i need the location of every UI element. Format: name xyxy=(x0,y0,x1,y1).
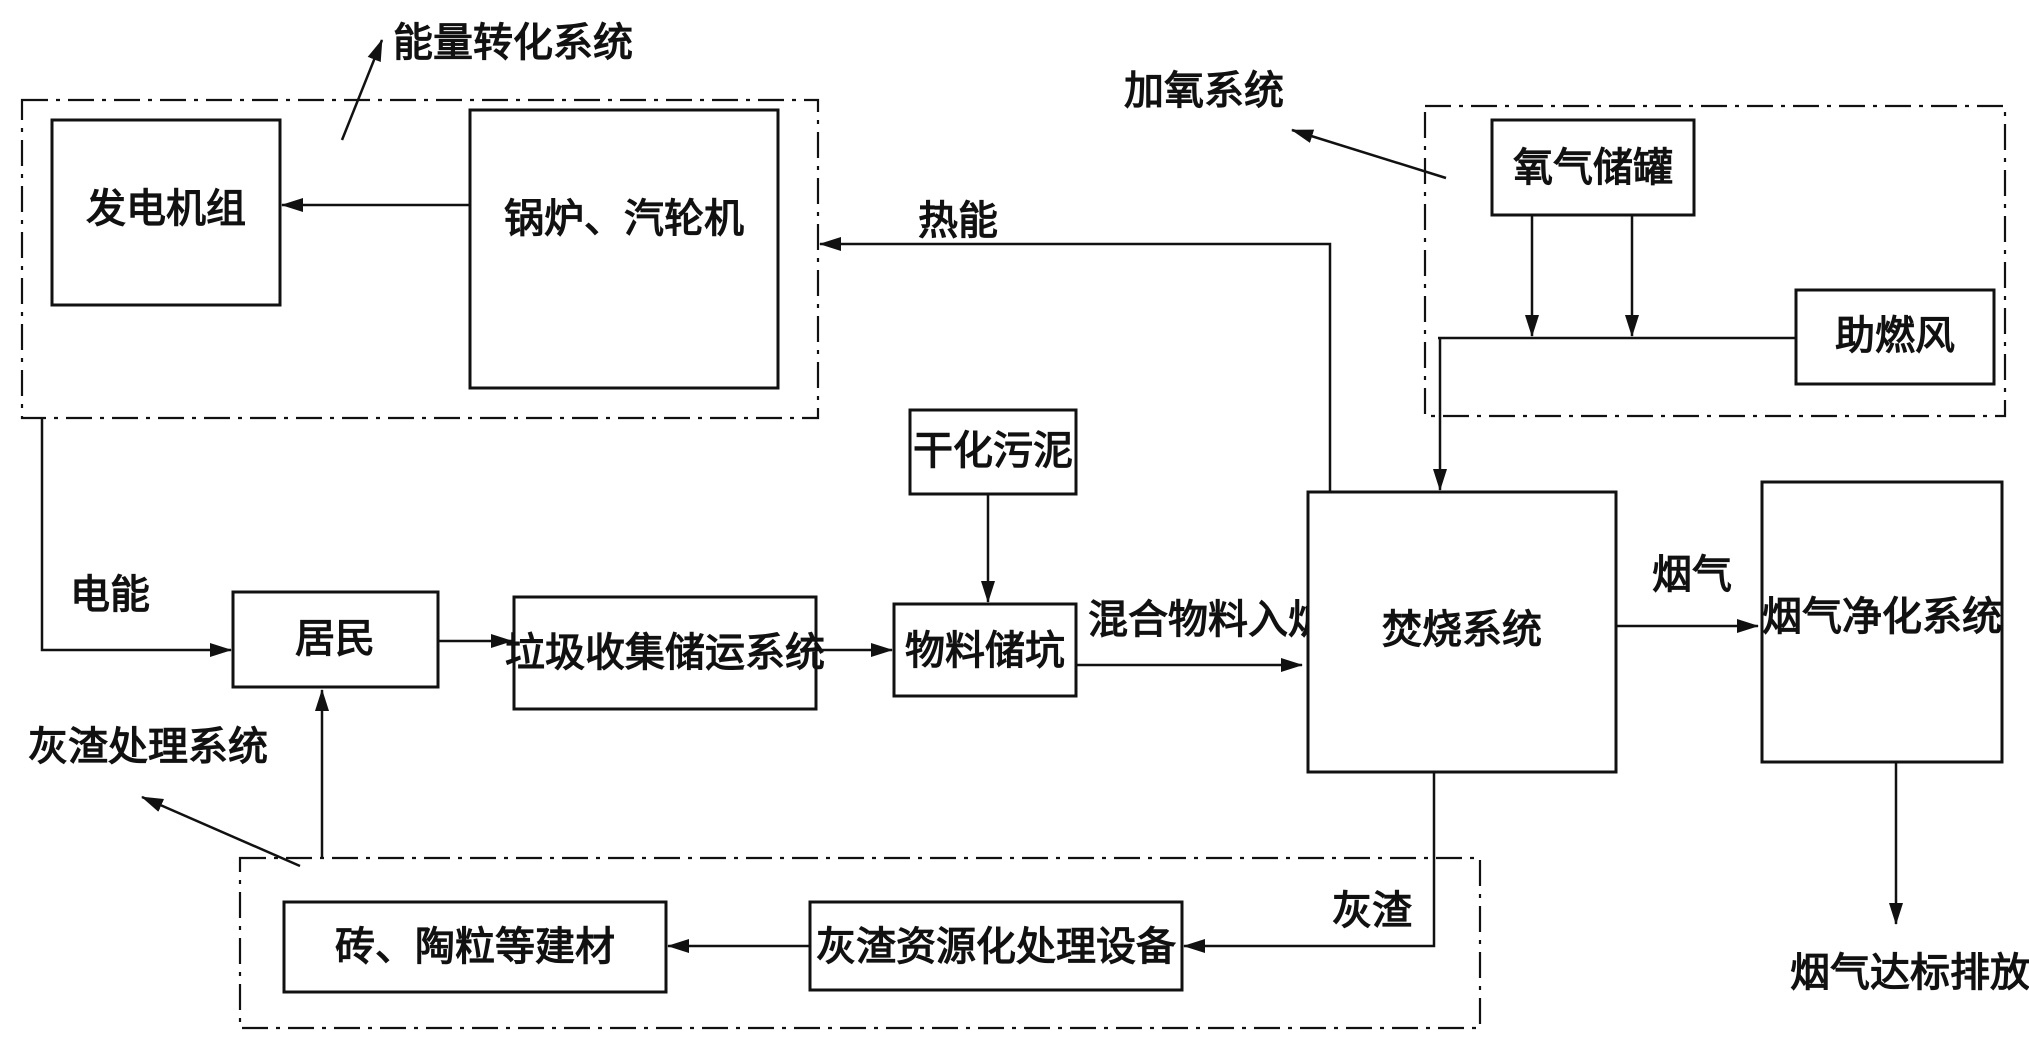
incinerator-text: 焚烧系统 xyxy=(1382,607,1542,653)
residents-text: 居民 xyxy=(295,616,375,662)
oxygen-label-pointer xyxy=(1291,128,1447,180)
boiler-turbine-box xyxy=(468,108,780,390)
heat-arrow xyxy=(819,237,1332,492)
ash-arrow xyxy=(1183,772,1436,953)
incinerator-box xyxy=(1306,490,1618,774)
oxygen-system-label: 加氧系统 xyxy=(1124,68,1284,114)
ash-equipment-box xyxy=(808,900,1184,992)
emission-label: 烟气达标排放 xyxy=(1790,950,2029,996)
flue-cleaning-box xyxy=(1760,480,2004,764)
oxygen-tank-text: 氧气储罐 xyxy=(1513,145,1673,191)
dried-sludge-box xyxy=(908,408,1078,496)
oxygen-tank-box xyxy=(1490,118,1696,217)
generator-text: 发电机组 xyxy=(86,186,246,232)
mixed-feed-label: 混合物料入炉 xyxy=(1088,597,1328,643)
electric-label: 电能 xyxy=(70,572,150,618)
ash-system-label: 灰渣处理系统 xyxy=(28,724,268,770)
building-materials-box xyxy=(282,900,668,994)
combustion-air-text: 助燃风 xyxy=(1835,313,1955,359)
flue-cleaning-text: 烟气净化系统 xyxy=(1762,594,2002,640)
heat-label: 热能 xyxy=(918,198,998,244)
flue-gas-label: 烟气 xyxy=(1652,552,1732,598)
oxygen-system-boundary xyxy=(1423,104,2007,418)
building-materials-text: 砖、陶粒等建材 xyxy=(335,924,615,970)
ash-label-pointer xyxy=(141,795,301,868)
energy-system-label: 能量转化系统 xyxy=(393,20,633,66)
ash-label: 灰渣 xyxy=(1332,888,1413,934)
dried-sludge-text: 干化污泥 xyxy=(913,428,1073,474)
residents-box xyxy=(231,590,440,689)
energy-system-boundary xyxy=(20,98,820,420)
generator-box xyxy=(50,118,282,307)
storage-pit-box xyxy=(892,602,1078,698)
garbage-collection-box xyxy=(512,595,818,711)
storage-pit-text: 物料储坑 xyxy=(905,628,1065,674)
boiler-turbine-text: 锅炉、汽轮机 xyxy=(504,196,744,242)
ash-system-boundary xyxy=(238,856,1482,1030)
electric-arrow xyxy=(40,418,232,657)
combustion-air-box xyxy=(1794,288,1996,386)
garbage-collection-text: 垃圾收集储运系统 xyxy=(505,630,825,676)
ash-equipment-text: 灰渣资源化处理设备 xyxy=(816,924,1177,970)
energy-label-pointer xyxy=(340,39,384,141)
